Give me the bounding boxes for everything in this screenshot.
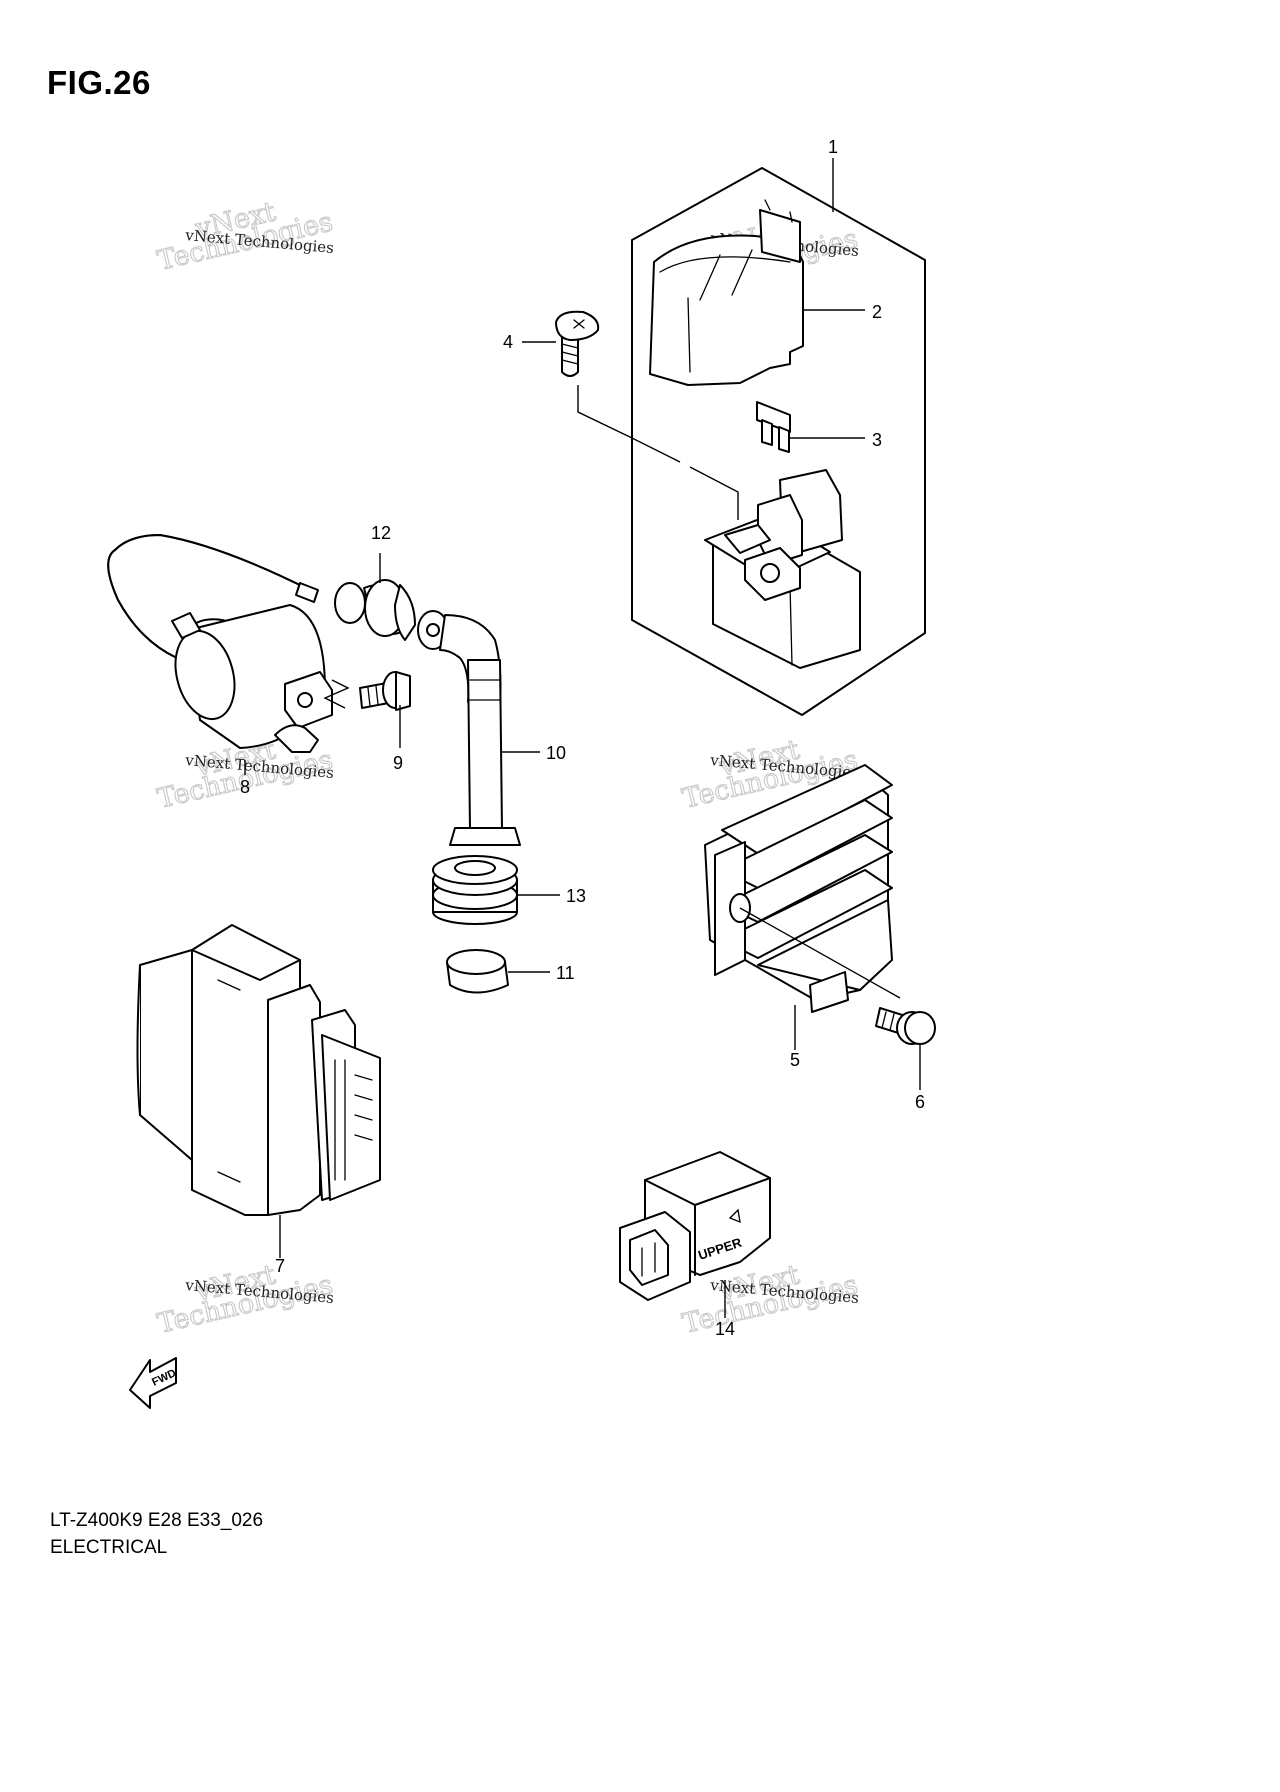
connector-part-14: UPPER: [619, 1151, 771, 1318]
figure-title: FIG.26: [47, 64, 151, 101]
leader-lines: [244, 158, 921, 1090]
section-name: ELECTRICAL: [50, 1537, 168, 1558]
cap-part-12: [334, 579, 416, 641]
ignition-coil-part-8: [107, 534, 350, 753]
callout-8: 8: [240, 777, 250, 797]
bolt-part-6: [875, 1007, 936, 1045]
fwd-arrow-icon: FWD: [129, 1357, 178, 1409]
callout-12: 12: [371, 523, 391, 543]
callout-7: 7: [275, 1256, 285, 1276]
callout-1: 1: [828, 137, 838, 157]
callout-10: 10: [546, 743, 566, 763]
callout-2: 2: [872, 302, 882, 322]
callout-11: 11: [556, 963, 575, 983]
callout-5: 5: [790, 1050, 800, 1070]
callout-3: 3: [872, 430, 882, 450]
relay-cover-part-2: [649, 199, 804, 386]
callout-numbers: 1 2 3 4 5 6 7 8 9 10 11 12 13 14: [240, 137, 925, 1339]
ecm-part-7: [136, 924, 381, 1258]
callout-13: 13: [566, 886, 586, 906]
callout-4: 4: [503, 332, 513, 352]
callout-9: 9: [393, 753, 403, 773]
regulator-part-5: [704, 764, 901, 1013]
callout-6: 6: [915, 1092, 925, 1112]
model-code: LT-Z400K9 E28 E33_026: [50, 1510, 264, 1531]
cap-part-11: [446, 949, 509, 994]
screw-part-4: [555, 310, 739, 520]
callout-14: 14: [715, 1319, 735, 1339]
relay-body: [704, 469, 861, 669]
starter-relay-assembly: [631, 167, 926, 716]
watermark-5: Technologies vNext vNext Technologies: [154, 1259, 336, 1341]
bolt-part-9: [359, 671, 411, 711]
plug-cap-part-10: [417, 610, 521, 846]
watermark-1: Technologies vNext vNext Technologies: [154, 196, 336, 278]
fuse-part-3: [756, 401, 791, 453]
grommet-part-13: [432, 855, 518, 925]
